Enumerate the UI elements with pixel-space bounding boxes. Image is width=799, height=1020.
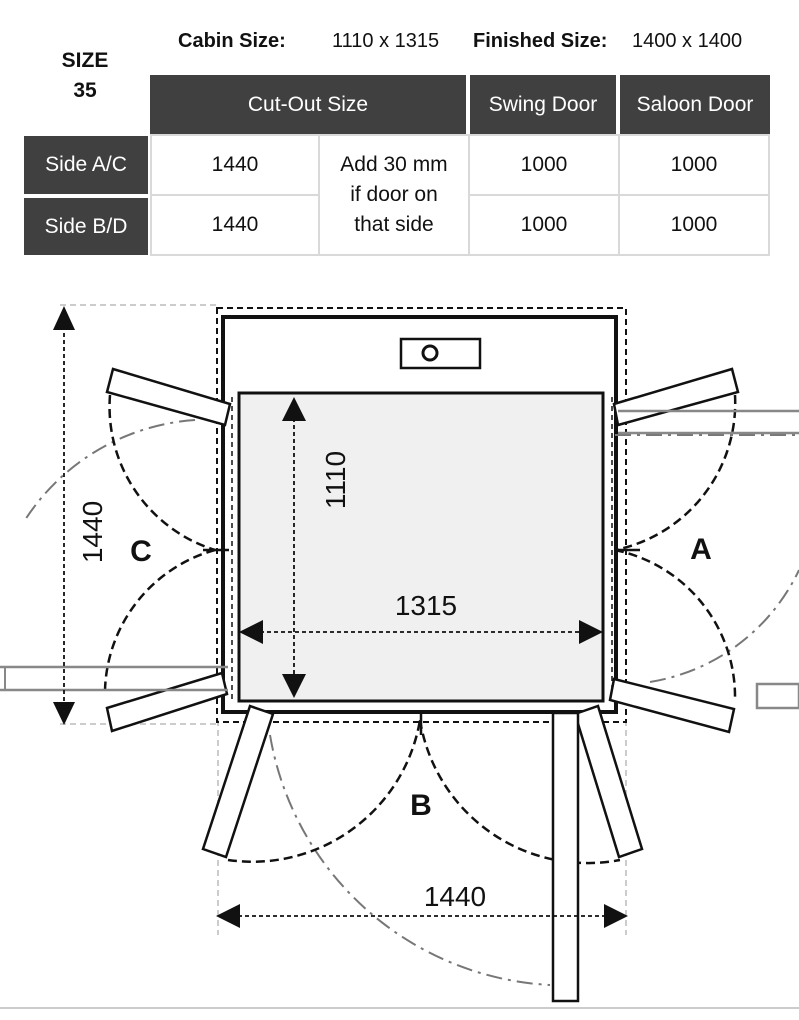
finished-size-label: Finished Size:	[473, 30, 608, 52]
size-number: 35	[73, 79, 97, 102]
note-line-1: Add 30 mm	[340, 153, 448, 176]
cell-bd-cutout: 1440	[150, 194, 320, 256]
cell-add-note: Add 30 mm if door on that side	[318, 134, 470, 256]
cell-ac-saloon: 1000	[618, 134, 770, 196]
dim-width-label: 1315	[395, 590, 457, 621]
cell-ac-cutout: 1440	[150, 134, 320, 196]
dimension-arrowheads	[53, 306, 628, 928]
note-line-2: if door on	[350, 183, 438, 206]
dim-bottom-label: 1440	[424, 881, 486, 912]
cabin-floor	[237, 391, 605, 703]
cell-bd-saloon: 1000	[618, 194, 770, 256]
cabin-size-label: Cabin Size:	[178, 30, 286, 52]
header-saloon-door: Saloon Door	[620, 75, 770, 134]
header-swing-door: Swing Door	[470, 75, 616, 134]
header-cutout: Cut-Out Size	[150, 75, 466, 134]
swing-arcs	[24, 419, 799, 986]
finished-outline	[216, 307, 627, 723]
finished-size-value: 1400 x 1400	[632, 30, 743, 52]
fixture-icon	[421, 344, 439, 362]
dim-side-label: 1440	[77, 501, 108, 563]
size-label: SIZE 35	[30, 46, 140, 106]
fixture-box	[399, 337, 482, 370]
cell-ac-swing: 1000	[468, 134, 620, 196]
note-line-3: that side	[354, 213, 434, 236]
door-swings-dashed	[103, 394, 737, 865]
side-c-label: C	[130, 535, 152, 568]
dim-depth-label: 1110	[320, 451, 351, 509]
cabin-size-value: 1110 x 1315	[332, 30, 440, 52]
row-side-bd-label: Side B/D	[24, 198, 148, 255]
size-text: SIZE	[61, 49, 109, 72]
dimension-lines	[63, 312, 620, 917]
side-a-label: A	[690, 533, 712, 566]
extent-guides	[60, 304, 627, 935]
row-side-ac-label: Side A/C	[24, 136, 148, 194]
fixed-panels	[0, 409, 799, 710]
side-b-label: B	[410, 789, 432, 822]
